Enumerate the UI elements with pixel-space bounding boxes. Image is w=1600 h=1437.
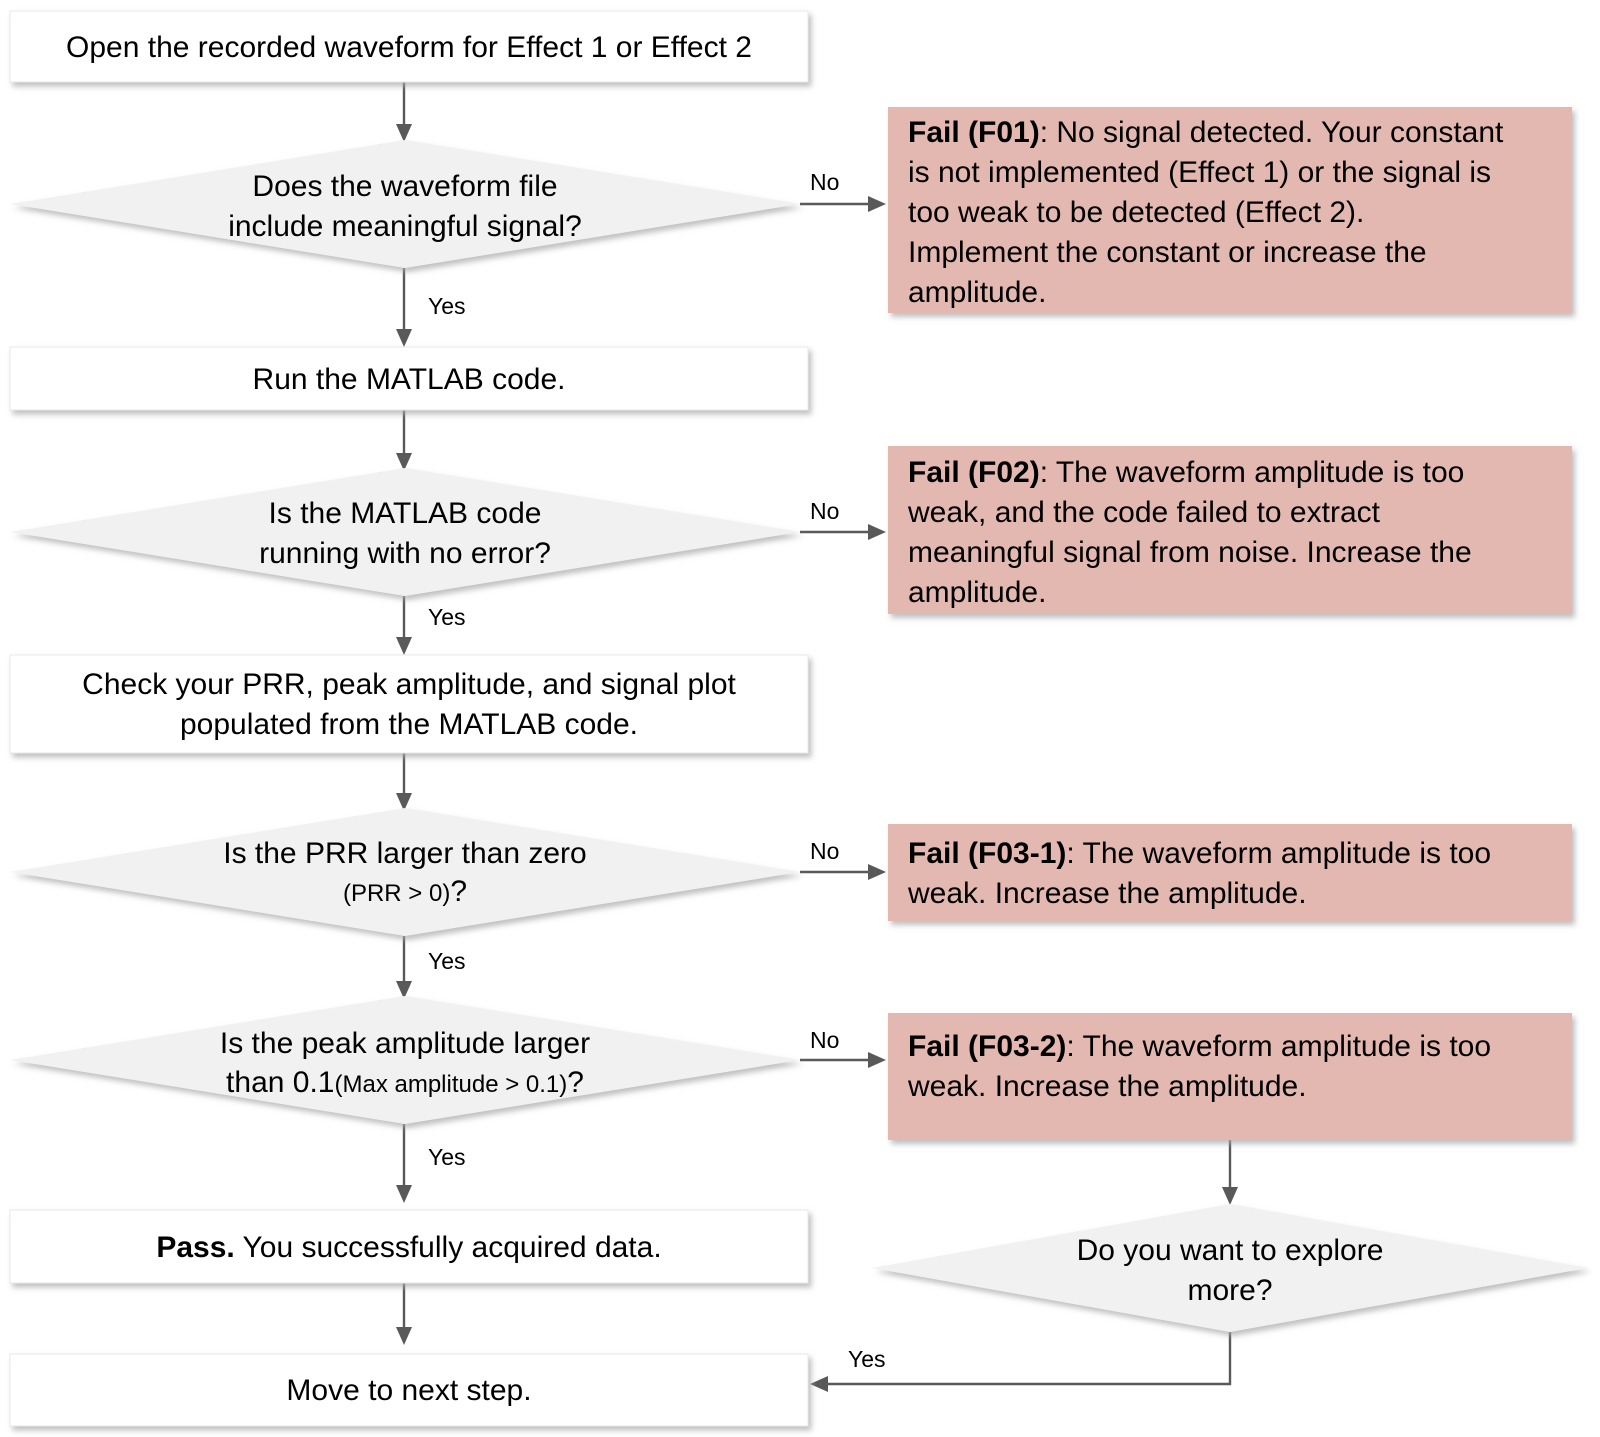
node-f01-line-1: Fail (F01): No signal detected. Your con…	[908, 116, 1504, 149]
node-f031-line-1: Fail (F03-1): The waveform amplitude is …	[908, 837, 1491, 870]
node-f01-line1-rest: : No signal detected. Your constant	[1040, 116, 1504, 149]
node-d3-line2: (PRR > 0)?	[343, 875, 467, 908]
node-f032-line1-rest: : The waveform amplitude is too	[1066, 1030, 1491, 1063]
node-f031-line-2: weak. Increase the amplitude.	[907, 877, 1307, 910]
node-check-prr-peak-plot[interactable]: Check your PRR, peak amplitude, and sign…	[9, 654, 809, 754]
node-f02-line-3: meaningful signal from noise. Increase t…	[908, 536, 1472, 569]
node-run-matlab-code[interactable]: Run the MATLAB code.	[9, 346, 809, 411]
node-d4-shape[interactable]	[10, 996, 800, 1124]
node-f032-bold: Fail (F03-2)	[908, 1030, 1066, 1063]
node-d2-line2: running with no error?	[259, 537, 551, 570]
node-p3-line2: populated from the MATLAB code.	[180, 708, 638, 741]
node-start-shape[interactable]	[9, 10, 809, 83]
arrowhead-d2-yes	[396, 637, 412, 655]
node-d1-shape[interactable]	[10, 140, 800, 268]
node-d1-line1: Does the waveform file	[252, 170, 557, 203]
arrowhead-d1-no	[868, 196, 886, 212]
node-d4-line2-small: (Max amplitude > 0.1)	[334, 1071, 567, 1098]
node-f02-shape[interactable]	[888, 446, 1572, 614]
arrowhead-d1-yes	[396, 329, 412, 347]
node-f031-shape[interactable]	[888, 824, 1572, 921]
edge-label-d3-no: No	[810, 838, 839, 864]
node-f01-bold: Fail (F01)	[908, 116, 1040, 149]
arrowhead-p2-to-d2	[396, 453, 412, 471]
node-d1-line2: include meaningful signal?	[228, 210, 582, 243]
node-next-label: Move to next step.	[286, 1374, 531, 1407]
node-f02-line-1: Fail (F02): The waveform amplitude is to…	[908, 456, 1464, 489]
node-start-label: Open the recorded waveform for Effect 1 …	[66, 31, 752, 64]
node-d3-line2-small: (PRR > 0)	[343, 880, 450, 907]
node-d2-shape[interactable]	[10, 468, 800, 596]
arrowhead-d3-yes	[396, 981, 412, 999]
node-start[interactable]: Open the recorded waveform for Effect 1 …	[9, 10, 809, 83]
node-p2-shape[interactable]	[9, 346, 809, 411]
node-p2-label: Run the MATLAB code.	[253, 363, 566, 396]
edge-label-d1-yes: Yes	[428, 293, 466, 319]
node-pass-shape[interactable]	[9, 1209, 809, 1284]
edge-label-d3-yes: Yes	[428, 948, 466, 974]
connectors	[396, 82, 1238, 1392]
node-pass-rest: You successfully acquired data.	[235, 1231, 662, 1264]
node-f032-line-1: Fail (F03-2): The waveform amplitude is …	[908, 1030, 1491, 1063]
arrowhead-d5-yes	[810, 1376, 828, 1392]
arrowhead-d3-no	[868, 864, 886, 880]
node-f01-shape[interactable]	[888, 107, 1572, 313]
node-decision-meaningful-signal[interactable]: Does the waveform file include meaningfu…	[10, 140, 800, 268]
node-f01-line-5: amplitude.	[908, 276, 1046, 309]
arrowhead-d2-no	[868, 524, 886, 540]
arrowhead-f032-to-d5	[1222, 1187, 1238, 1205]
node-d4-line2-head: than 0.1	[226, 1066, 334, 1099]
node-d5-line2: more?	[1187, 1274, 1272, 1307]
node-f01-line-2: is not implemented (Effect 1) or the sig…	[908, 156, 1491, 189]
node-pass[interactable]: Pass. You successfully acquired data.	[9, 1209, 809, 1284]
edge-labels: No Yes No Yes No Yes No Yes Yes	[428, 169, 886, 1372]
edge-label-d4-yes: Yes	[428, 1144, 466, 1170]
node-d2-line1: Is the MATLAB code	[269, 497, 542, 530]
node-f02-line-2: weak, and the code failed to extract	[907, 496, 1381, 529]
node-decision-peak-amplitude[interactable]: Is the peak amplitude larger than 0.1(Ma…	[10, 996, 800, 1124]
node-fail-f03-1[interactable]: Fail (F03-1): The waveform amplitude is …	[888, 824, 1572, 921]
node-d3-line2-tail: ?	[450, 875, 467, 908]
node-decision-matlab-no-error[interactable]: Is the MATLAB code running with no error…	[10, 468, 800, 596]
arrowhead-start-to-d1	[396, 124, 412, 142]
node-d4-line2-tail: ?	[567, 1066, 584, 1099]
node-f02-line1-rest: : The waveform amplitude is too	[1040, 456, 1465, 489]
node-p3-line1: Check your PRR, peak amplitude, and sign…	[82, 668, 736, 701]
edge-label-d2-yes: Yes	[428, 604, 466, 630]
node-f01-line-4: Implement the constant or increase the	[908, 236, 1427, 269]
node-d4-line2: than 0.1(Max amplitude > 0.1)?	[226, 1066, 584, 1099]
node-pass-label: Pass. You successfully acquired data.	[156, 1231, 661, 1264]
arrowhead-pass-to-next	[396, 1327, 412, 1345]
arrowhead-d4-no	[868, 1052, 886, 1068]
node-next-shape[interactable]	[9, 1353, 809, 1427]
node-f031-bold: Fail (F03-1)	[908, 837, 1066, 870]
node-d5-line1: Do you want to explore	[1077, 1234, 1384, 1267]
node-f032-shape[interactable]	[888, 1013, 1572, 1140]
node-d3-shape[interactable]	[10, 808, 800, 936]
node-f032-line-2: weak. Increase the amplitude.	[907, 1070, 1307, 1103]
node-fail-f01[interactable]: Fail (F01): No signal detected. Your con…	[888, 107, 1572, 313]
edge-label-d4-no: No	[810, 1027, 839, 1053]
node-pass-bold: Pass.	[156, 1231, 234, 1264]
edge-label-d2-no: No	[810, 498, 839, 524]
node-p3-shape[interactable]	[9, 654, 809, 754]
node-f02-line-4: amplitude.	[908, 576, 1046, 609]
arrowhead-d4-yes	[396, 1185, 412, 1203]
node-f031-line1-rest: : The waveform amplitude is too	[1066, 837, 1491, 870]
edge-label-d5-yes: Yes	[848, 1346, 886, 1372]
node-fail-f02[interactable]: Fail (F02): The waveform amplitude is to…	[888, 446, 1572, 614]
node-fail-f03-2[interactable]: Fail (F03-2): The waveform amplitude is …	[888, 1013, 1572, 1140]
node-f02-bold: Fail (F02)	[908, 456, 1040, 489]
node-d5-shape[interactable]	[872, 1204, 1588, 1332]
node-decision-explore-more[interactable]: Do you want to explore more?	[872, 1204, 1588, 1332]
node-d4-line1: Is the peak amplitude larger	[220, 1027, 590, 1060]
edge-label-d1-no: No	[810, 169, 839, 195]
node-move-to-next-step[interactable]: Move to next step.	[9, 1353, 809, 1427]
edge-d5-yes	[822, 1332, 1232, 1386]
arrowhead-p3-to-d3	[396, 793, 412, 811]
node-f01-line-3: too weak to be detected (Effect 2).	[908, 196, 1364, 229]
node-decision-prr-gt-zero[interactable]: Is the PRR larger than zero (PRR > 0)?	[10, 808, 800, 936]
node-d3-line1: Is the PRR larger than zero	[223, 837, 587, 870]
